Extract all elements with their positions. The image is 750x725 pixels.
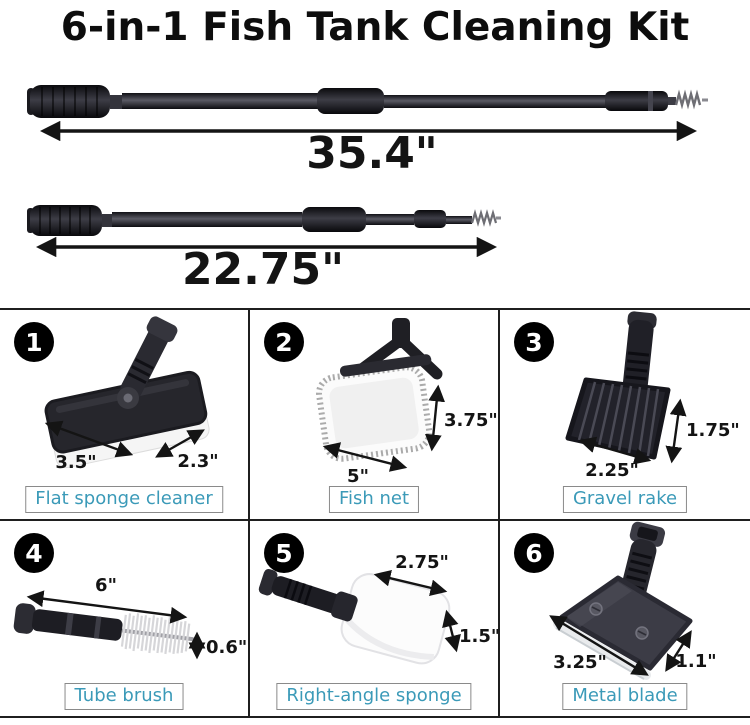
tool-number-badge: 3: [514, 322, 554, 362]
screw: [589, 602, 603, 616]
product-title: 6-in-1 Fish Tank Cleaning Kit: [60, 5, 690, 50]
pole-grip: [30, 205, 102, 236]
extended-pole-length: 35.4": [306, 128, 437, 179]
pole-threaded-tip: [470, 209, 498, 227]
tool-number-badge: 4: [14, 533, 54, 573]
collapsed-pole-length: 22.75": [182, 244, 344, 295]
net-handle-stub: [392, 318, 410, 348]
pole-grip: [30, 85, 110, 118]
measure-arrow: [373, 569, 448, 597]
dimension-label: 2.25": [585, 460, 639, 481]
pole-coupler: [414, 210, 446, 228]
dimension-label: 3.75": [444, 410, 498, 431]
brush-core-wire: [121, 628, 194, 642]
rake-tines: [577, 381, 660, 457]
measure-arrow: [442, 609, 461, 653]
measure-arrow: [665, 398, 687, 464]
gravel-rake-illustration: 1.75" 2.25": [565, 311, 740, 481]
pole-coupler: [605, 91, 668, 111]
tool-label: Tube brush: [64, 683, 184, 710]
telescopic-poles-illustration: 35.4" 22.75": [27, 85, 708, 295]
measure-arrow: [549, 615, 649, 676]
screw: [635, 626, 649, 640]
right-angle-sponge-illustration: 2.75" 1.5": [258, 552, 498, 665]
dimension-label: 0.6": [206, 637, 247, 658]
tool-panel-metal-blade: 3.25" 1.1" 6 Metal blade: [500, 521, 750, 716]
tools-row-1: 3.5" 2.3" 1 Flat sponge cleaner: [0, 310, 750, 521]
tool-label: Right-angle sponge: [276, 683, 472, 710]
measure-arrow: [665, 630, 692, 672]
angle-connector: [258, 569, 358, 622]
pole-shaft: [122, 93, 318, 109]
tool-label: Fish net: [328, 486, 420, 513]
tool-panel-flat-sponge-cleaner: 3.5" 2.3" 1 Flat sponge cleaner: [0, 310, 250, 521]
swivel-handle: [120, 316, 178, 400]
measure-arrow: [322, 442, 408, 472]
measure-arrow: [155, 429, 205, 458]
metal-blade-illustration: 3.25" 1.1": [549, 521, 717, 680]
tool-number-badge: 5: [264, 533, 304, 573]
dimension-label: 5": [347, 466, 369, 487]
measure-arrow: [424, 384, 446, 452]
dimension-label: 3.5": [55, 452, 96, 473]
dimension-label: 1.1": [675, 651, 716, 672]
tool-number-badge: 2: [264, 322, 304, 362]
tube-brush-illustration: 6" 0.6": [13, 575, 247, 660]
tool-panel-fish-net: 3.75" 5" 2 Fish net: [250, 310, 500, 521]
measure-arrow: [26, 590, 188, 624]
brush-bristles: [120, 613, 191, 655]
dimension-label: 2.75": [395, 552, 449, 573]
tools-grid: 3.5" 2.3" 1 Flat sponge cleaner: [0, 308, 750, 718]
pole-shaft: [112, 212, 302, 227]
collapsed-pole-illustration: [27, 205, 501, 236]
tool-label: Metal blade: [562, 683, 688, 710]
brush-handle: [31, 609, 123, 641]
pole-collar: [302, 207, 366, 232]
dimension-label: 3.25": [553, 652, 607, 673]
fish-net-illustration: 3.75" 5": [316, 318, 498, 487]
tool-label: Flat sponge cleaner: [25, 486, 223, 513]
measure-arrow: [44, 420, 134, 458]
pole-threaded-tip: [674, 89, 702, 110]
measure-arrow: [578, 436, 652, 465]
extended-pole-illustration: [27, 85, 708, 118]
tool-number-badge: 6: [514, 533, 554, 573]
tool-panel-right-angle-sponge: 2.75" 1.5" 5 Right-angle sponge: [250, 521, 500, 716]
dimension-label: 2.3": [177, 451, 218, 472]
flat-sponge-cleaner-illustration: 3.5" 2.3": [44, 316, 219, 473]
net-clamp-bar: [339, 354, 432, 377]
tool-panel-tube-brush: 6" 0.6" 4 Tube brush: [0, 521, 250, 716]
dimension-label: 1.75": [686, 420, 740, 441]
tool-panel-gravel-rake: 1.75" 2.25" 3 Gravel rake: [500, 310, 750, 521]
tools-row-2: 6" 0.6" 4 Tube brush: [0, 521, 750, 716]
pole-collar: [317, 88, 384, 114]
rake-handle: [622, 311, 657, 395]
dimension-label: 6": [95, 575, 117, 596]
tool-label: Gravel rake: [562, 486, 688, 513]
dimension-label: 1.5": [459, 626, 498, 647]
tool-number-badge: 1: [14, 322, 54, 362]
